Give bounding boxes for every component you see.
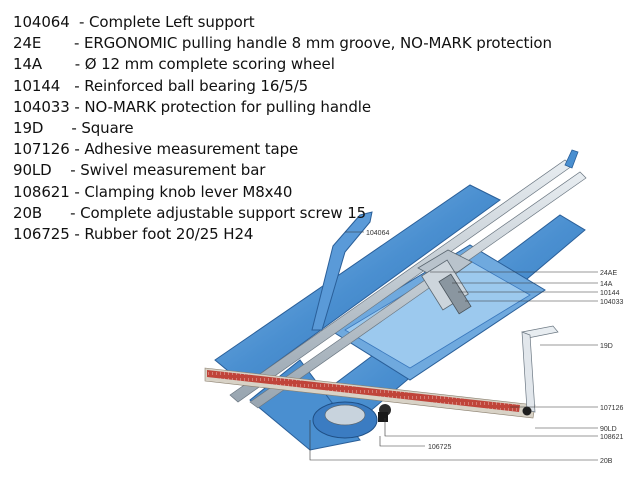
part-description: Complete Left support	[89, 13, 255, 31]
part-description: ERGONOMIC pulling handle 8 mm groove, NO…	[83, 34, 552, 53]
part-code: 19D	[13, 118, 44, 137]
measurement-bar	[204, 367, 536, 419]
legend-item: 104064 - Complete Left support	[13, 12, 552, 33]
legend-item: 90LD - Swivel measurement bar	[13, 160, 552, 181]
part-code: 104033	[13, 97, 70, 116]
part-description: Ø 12 mm complete scoring wheel	[84, 55, 335, 74]
part-description: Swivel measurement bar	[80, 161, 266, 180]
separator: -	[51, 161, 81, 180]
part-code: 10144	[13, 76, 61, 95]
part-description: Square	[81, 118, 134, 137]
part-description: Adhesive measurement tape	[84, 140, 299, 159]
callout-10144: 10144	[600, 290, 620, 297]
part-code: 90LD	[13, 161, 52, 180]
separator: -	[42, 203, 81, 222]
callout-104064: 104064	[366, 230, 389, 237]
separator: -	[41, 34, 84, 53]
front-assembly	[312, 401, 532, 439]
part-code: 14A	[13, 55, 43, 74]
callout-19D: 19D	[600, 343, 613, 350]
left-support-arm	[311, 211, 373, 331]
part-description: Complete adjustable support screw 15	[80, 203, 367, 222]
callout-20B: 20B	[600, 458, 613, 465]
callouts: 104064 24AE 14A 10144 104033 19D 107126 …	[309, 230, 623, 465]
separator: -	[60, 76, 85, 95]
separator: -	[42, 55, 85, 74]
callout-24AE: 24AE	[600, 270, 617, 277]
part-description: Reinforced ball bearing 16/5/5	[84, 76, 309, 95]
part-description: Clamping knob lever M8x40	[84, 182, 293, 201]
legend-item: 107126 - Adhesive measurement tape	[13, 139, 552, 160]
part-code: 104064	[13, 13, 70, 31]
part-code: 106725	[13, 224, 70, 243]
legend-item: 106725 - Rubber foot 20/25 H24	[13, 224, 552, 245]
part-code: 107126	[13, 140, 70, 159]
legend-item: 19D - Square	[13, 118, 552, 139]
legend-item: 24E - ERGONOMIC pulling handle 8 mm groo…	[13, 33, 552, 54]
pulling-handle	[417, 249, 473, 315]
part-description: NO-MARK protection for pulling handle	[84, 97, 371, 116]
part-code: 24E	[13, 34, 42, 53]
part-description: Rubber foot 20/25 H24	[84, 224, 254, 243]
square	[521, 325, 559, 413]
callout-104033: 104033	[600, 299, 623, 306]
legend-item: 108621 - Clamping knob lever M8x40	[13, 182, 552, 203]
callout-106725: 106725	[428, 444, 451, 451]
legend-item: 104033 - NO-MARK protection for pulling …	[13, 97, 552, 118]
part-code: 20B	[13, 203, 43, 222]
separator: -	[69, 182, 85, 201]
separator: -	[69, 97, 85, 116]
legend-item: 14A - Ø 12 mm complete scoring wheel	[13, 54, 552, 75]
part-code: 108621	[13, 182, 70, 201]
legend-item: 10144 - Reinforced ball bearing 16/5/5	[13, 76, 552, 97]
separator: -	[43, 118, 82, 137]
callout-90LD: 90LD	[600, 426, 617, 433]
callout-107126: 107126	[600, 405, 623, 412]
guide-rails	[229, 149, 587, 409]
callout-14A: 14A	[600, 281, 613, 288]
callout-108621: 108621	[600, 434, 623, 441]
separator: -	[69, 224, 85, 243]
separator: -	[69, 140, 85, 159]
separator: -	[69, 13, 89, 31]
legend-item: 20B - Complete adjustable support screw …	[13, 203, 552, 224]
